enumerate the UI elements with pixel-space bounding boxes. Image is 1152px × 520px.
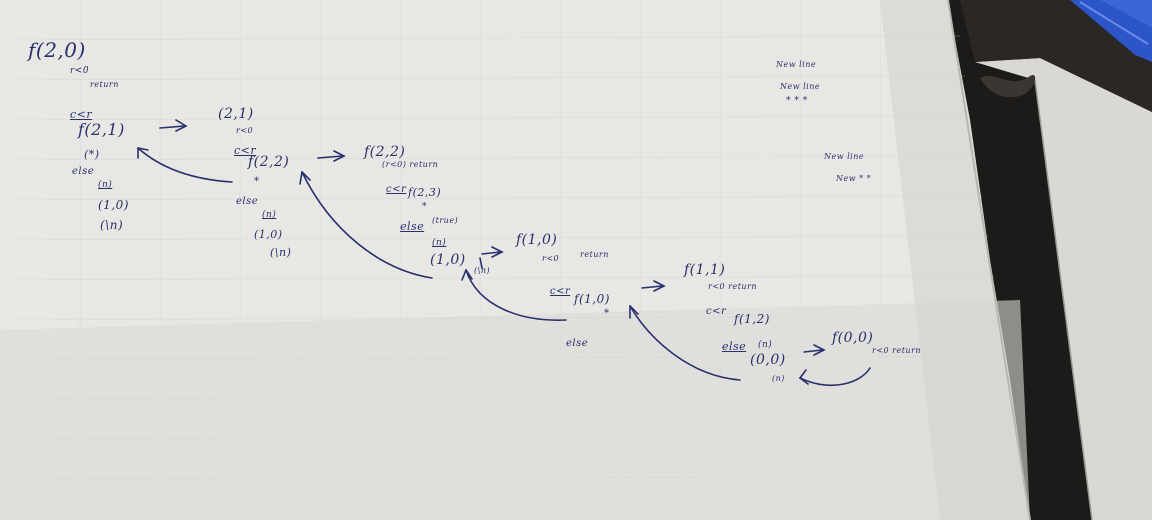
note-f11: f(1,1) xyxy=(684,262,726,278)
note-f23: f(2,3) xyxy=(408,186,442,199)
note-21: (2,1) xyxy=(218,106,254,122)
note-c-lt-r-4: c<r xyxy=(550,286,571,297)
note-f10-b: f(1,0) xyxy=(574,292,610,306)
note-star-4: * xyxy=(604,308,610,319)
note-else-5: else xyxy=(722,340,747,353)
note-f10: f(1,0) xyxy=(516,232,558,248)
note-r-lt-0-4: r<0 xyxy=(542,254,560,263)
note-00: (0,0) xyxy=(750,352,786,368)
note-else: else xyxy=(72,166,95,177)
note-c-lt-r: c<r xyxy=(70,108,93,121)
note-r-lt-0-2: r<0 xyxy=(236,126,254,135)
note-star: (*) xyxy=(84,148,100,161)
note-c-lt-r-2: c<r xyxy=(234,144,257,157)
note-f00: f(0,0) xyxy=(832,330,874,346)
note-r-lt-0-return-6: r<0 return xyxy=(872,346,922,355)
note-r-lt-0-return-5: r<0 return xyxy=(708,282,758,291)
note-star-3: * xyxy=(422,202,427,212)
note-f22-b: f(2,2) xyxy=(364,144,406,160)
note-c-lt-r-3: c<r xyxy=(386,184,407,195)
note-star-2: * xyxy=(254,176,260,187)
note-c-lt-r-5: c<r xyxy=(706,306,727,317)
note-10: (1,0) xyxy=(98,198,129,212)
note-new-line-2: New line xyxy=(780,82,821,91)
note-n-3: (n) xyxy=(432,238,447,248)
note-r-lt-0: r<0 xyxy=(70,66,90,76)
note-slash-n-3: (\n) xyxy=(474,266,491,275)
note-new-line-3: New line xyxy=(824,152,865,161)
note-10-2: (1,0) xyxy=(254,228,283,241)
note-stars-1: * * * xyxy=(786,96,808,106)
note-slash-n: (\n) xyxy=(100,218,124,232)
note-else-3: else xyxy=(400,220,425,233)
note-f21: f(2,1) xyxy=(78,120,125,139)
note-n-6: (n) xyxy=(772,374,785,383)
note-else-4: else xyxy=(566,338,589,349)
note-new-line-1: New line xyxy=(776,60,817,69)
note-f12: f(1,2) xyxy=(734,312,770,326)
note-n-5: (n) xyxy=(758,340,773,350)
note-slash-n-2: (\n) xyxy=(270,246,292,259)
note-n-2: (n) xyxy=(262,210,277,220)
note-new-stars: New * * xyxy=(836,174,872,183)
note-f20: f(2,0) xyxy=(28,38,86,62)
note-n: (n) xyxy=(98,180,113,190)
note-10-3: (1,0) xyxy=(430,252,466,268)
note-return: return xyxy=(90,80,119,89)
note-else-2: else xyxy=(236,196,259,207)
note-f22: f(2,2) xyxy=(248,154,290,170)
note-r-lt-0-return: (r<0) return xyxy=(382,160,439,169)
note-return-4: return xyxy=(580,250,609,259)
pen-icon xyxy=(1070,0,1152,62)
note-true: (true) xyxy=(432,216,459,225)
